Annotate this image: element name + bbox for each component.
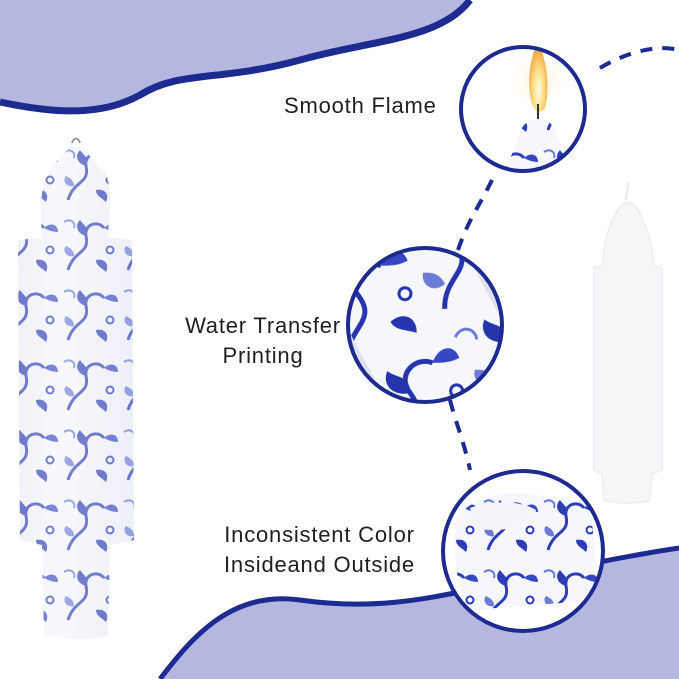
water-transfer-line2: Printing <box>222 343 304 368</box>
candle <box>18 137 134 639</box>
inconsistent-color-label: Inconsistent Color Insideand Outside <box>217 520 422 580</box>
inconsistent-color-line2: Insideand Outside <box>224 552 415 577</box>
smooth-flame-label: Smooth Flame <box>284 91 437 121</box>
dashed-connector <box>448 46 679 471</box>
plain-candle-silhouette <box>593 181 663 504</box>
flame-detail-circle <box>459 45 587 173</box>
top-left-wave <box>0 0 473 115</box>
print-detail-circle <box>346 246 504 404</box>
inconsistent-color-line1: Inconsistent Color <box>224 522 415 547</box>
color-detail-circle <box>441 469 605 633</box>
water-transfer-label: Water Transfer Printing <box>163 311 363 371</box>
water-transfer-line1: Water Transfer <box>185 313 341 338</box>
smooth-flame-text: Smooth Flame <box>284 93 437 118</box>
